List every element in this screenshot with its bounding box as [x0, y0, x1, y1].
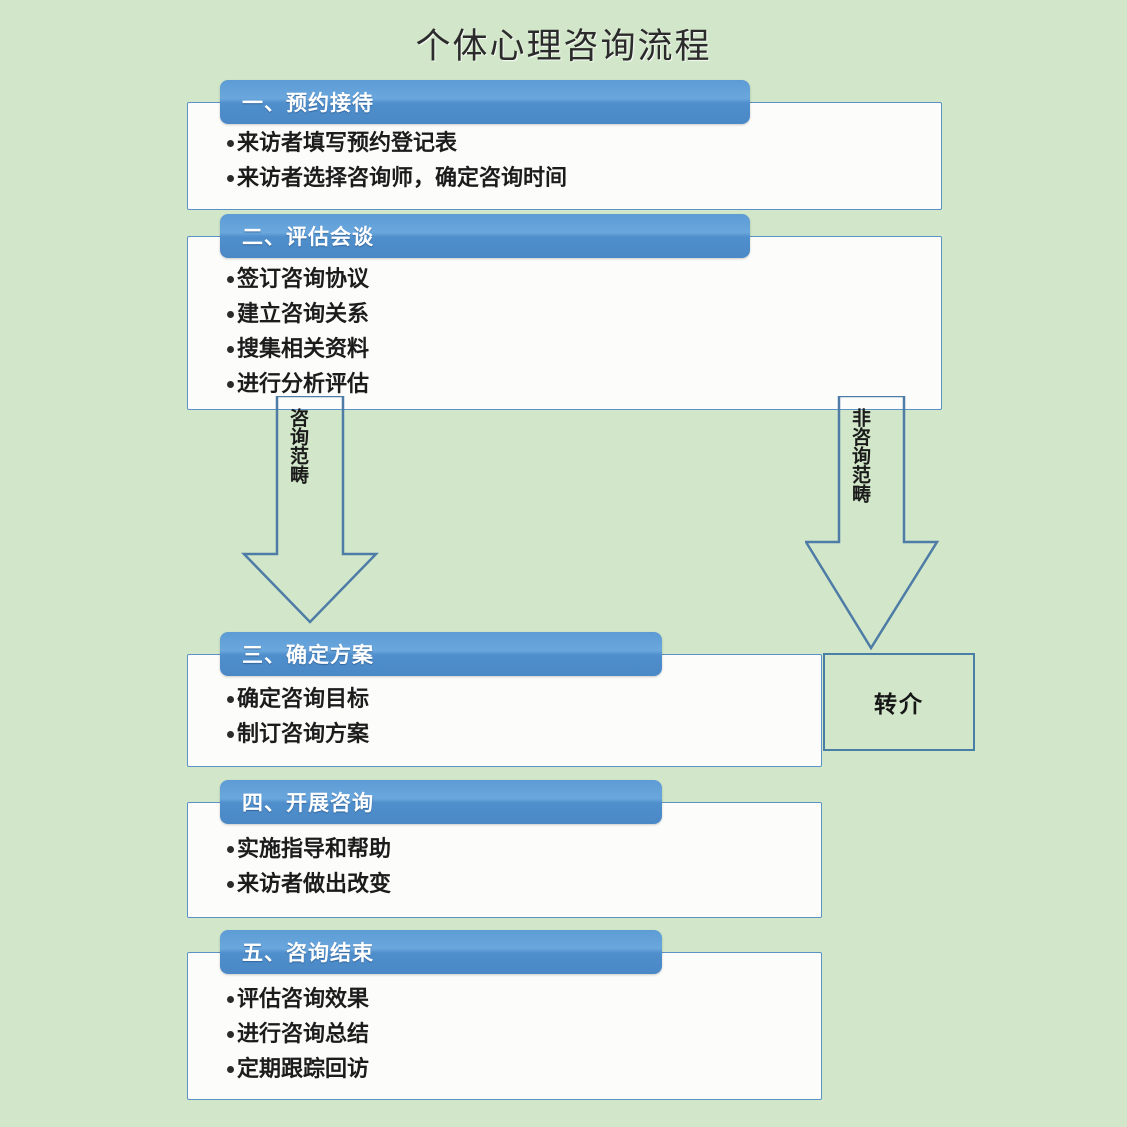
list-item: 建立咨询关系	[227, 299, 369, 331]
list-item-label: 实施指导和帮助	[237, 837, 392, 862]
stage-4: 四、开展咨询 实施指导和帮助 来访者做出改变	[187, 780, 822, 918]
list-item-label: 来访者填写预约登记表	[237, 131, 458, 156]
list-item: 来访者选择咨询师，确定咨询时间	[227, 163, 567, 195]
bullet-dot-icon	[227, 346, 234, 353]
page-title: 个体心理咨询流程	[415, 27, 712, 67]
stage-3-header-label: 三、确定方案	[242, 643, 374, 667]
bullet-dot-icon	[227, 381, 234, 388]
list-item: 进行分析评估	[227, 369, 369, 401]
stage-3: 三、确定方案 确定咨询目标 制订咨询方案	[187, 632, 822, 767]
stage-2-header-label: 二、评估会谈	[242, 225, 374, 249]
stage-1-header[interactable]: 一、预约接待	[220, 80, 750, 124]
stage-2-header[interactable]: 二、评估会谈	[220, 214, 750, 258]
stage-1: 一、预约接待 来访者填写预约登记表 来访者选择咨询师，确定咨询时间	[187, 80, 942, 210]
bullet-dot-icon	[227, 996, 234, 1003]
list-item: 评估咨询效果	[227, 984, 369, 1016]
arrow-non-consulting-scope-label: 非咨询范畴	[849, 408, 871, 503]
list-item: 签订咨询协议	[227, 264, 369, 296]
list-item: 进行咨询总结	[227, 1019, 369, 1051]
stage-5-body	[187, 952, 822, 1100]
stage-4-header[interactable]: 四、开展咨询	[220, 780, 662, 824]
stage-2-list: 签订咨询协议 建立咨询关系 搜集相关资料 进行分析评估	[227, 264, 369, 404]
stage-5-header[interactable]: 五、咨询结束	[220, 930, 662, 974]
arrow-consulting-scope-label: 咨询范畴	[287, 408, 309, 484]
list-item-label: 来访者选择咨询师，确定咨询时间	[237, 166, 568, 191]
arrow-non-consulting-scope	[805, 396, 940, 652]
list-item-label: 制订咨询方案	[237, 722, 370, 747]
arrow-consulting-scope	[240, 396, 380, 624]
stage-5: 五、咨询结束 评估咨询效果 进行咨询总结 定期跟踪回访	[187, 930, 822, 1100]
list-item-label: 签订咨询协议	[237, 267, 370, 292]
referral-label: 转介	[874, 692, 924, 718]
list-item: 确定咨询目标	[227, 684, 369, 716]
stage-2: 二、评估会谈 签订咨询协议 建立咨询关系 搜集相关资料 进行分析评估	[187, 214, 942, 410]
list-item: 制订咨询方案	[227, 719, 369, 751]
referral-box[interactable]: 转介	[823, 653, 975, 751]
stage-1-list: 来访者填写预约登记表 来访者选择咨询师，确定咨询时间	[227, 128, 567, 198]
stage-1-header-label: 一、预约接待	[242, 91, 374, 115]
stage-4-list: 实施指导和帮助 来访者做出改变	[227, 834, 391, 904]
list-item: 定期跟踪回访	[227, 1054, 369, 1086]
down-arrow-icon	[805, 396, 940, 651]
bullet-dot-icon	[227, 846, 234, 853]
stage-5-list: 评估咨询效果 进行咨询总结 定期跟踪回访	[227, 984, 369, 1089]
list-item: 实施指导和帮助	[227, 834, 391, 866]
stage-4-header-label: 四、开展咨询	[242, 791, 374, 815]
list-item-label: 进行咨询总结	[237, 1022, 370, 1047]
list-item: 来访者填写预约登记表	[227, 128, 567, 160]
list-item-label: 确定咨询目标	[237, 687, 370, 712]
bullet-dot-icon	[227, 881, 234, 888]
list-item-label: 来访者做出改变	[237, 872, 392, 897]
bullet-dot-icon	[227, 175, 234, 182]
list-item-label: 建立咨询关系	[237, 302, 370, 327]
list-item-label: 搜集相关资料	[237, 337, 370, 362]
bullet-dot-icon	[227, 311, 234, 318]
list-item-label: 评估咨询效果	[237, 987, 370, 1012]
stage-2-body	[187, 236, 942, 410]
bullet-dot-icon	[227, 696, 234, 703]
list-item-label: 定期跟踪回访	[237, 1057, 370, 1082]
list-item: 来访者做出改变	[227, 869, 391, 901]
bullet-dot-icon	[227, 276, 234, 283]
down-arrow-icon	[241, 396, 379, 624]
list-item: 搜集相关资料	[227, 334, 369, 366]
stage-3-list: 确定咨询目标 制订咨询方案	[227, 684, 369, 754]
stage-5-header-label: 五、咨询结束	[242, 941, 374, 965]
bullet-dot-icon	[227, 1031, 234, 1038]
list-item-label: 进行分析评估	[237, 372, 370, 397]
bullet-dot-icon	[227, 1066, 234, 1073]
stage-3-header[interactable]: 三、确定方案	[220, 632, 662, 676]
bullet-dot-icon	[227, 140, 234, 147]
bullet-dot-icon	[227, 731, 234, 738]
